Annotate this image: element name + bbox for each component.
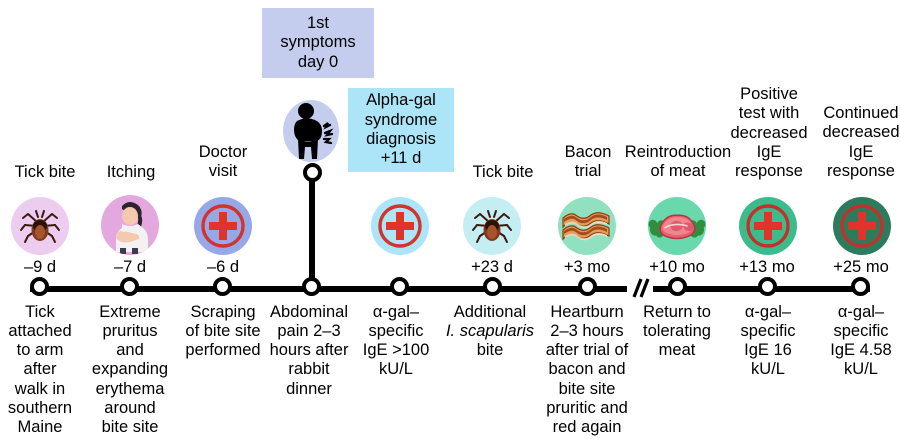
icon-circle-continued-decreased: [833, 197, 891, 255]
date-label-8: +13 mo: [739, 258, 795, 276]
tick-icon: [20, 210, 60, 243]
timeline-node-2[interactable]: [213, 277, 232, 296]
timeline-node-6[interactable]: [578, 277, 597, 296]
timeline-node-5[interactable]: [483, 277, 502, 296]
medical-cross-icon: [378, 204, 422, 248]
date-label-2: –6 d: [206, 258, 240, 276]
day-zero-stem: [309, 170, 315, 292]
date-label-5: +23 d: [471, 258, 513, 276]
icon-circle-tick-bite-2: [463, 197, 521, 255]
date-label-1: –7 d: [113, 258, 147, 276]
top-label-1: Itching: [106, 163, 156, 181]
bacon-icon: [562, 212, 610, 241]
icon-circle-meat-reintroduction: [648, 197, 706, 255]
date-label-0: –9 d: [23, 258, 57, 276]
icon-circle-doctor-visit: [194, 197, 252, 255]
timeline-node-3[interactable]: [302, 277, 321, 296]
icon-circle-agal-test: [371, 197, 429, 255]
icon-circle-itching: [101, 195, 159, 255]
medical-cross-icon-dark: [746, 204, 790, 248]
day-zero-stem-node: [302, 163, 322, 182]
timeline-node-4[interactable]: [390, 277, 409, 296]
medical-cross-icon: [201, 204, 245, 248]
icon-circle-positive-test-decreased: [739, 197, 797, 255]
date-label-6: +3 mo: [563, 258, 611, 276]
timeline-node-1[interactable]: [120, 277, 139, 296]
tick-icon: [472, 210, 512, 243]
timeline-node-0[interactable]: [30, 277, 49, 296]
icon-circle-bacon-trial: [558, 197, 616, 255]
icon-circle-tick-bite-1: [11, 197, 69, 255]
itching-person-icon: [116, 202, 148, 254]
timeline-axis-left: [30, 286, 634, 292]
medical-cross-icon-dark: [840, 204, 884, 248]
top-label-0: Tick bite: [14, 163, 76, 181]
icon-circle-abdominal-pain: [283, 100, 339, 162]
timeline-node-9[interactable]: [851, 277, 870, 296]
timeline-node-8[interactable]: [758, 277, 777, 296]
top-label-5: Tick bite: [472, 163, 534, 181]
date-label-9: +25 mo: [833, 258, 889, 276]
abdominal-pain-person-icon: [294, 103, 334, 159]
date-label-7: +10 mo: [649, 258, 705, 276]
steak-icon: [648, 214, 706, 240]
timeline-node-7[interactable]: [668, 277, 687, 296]
